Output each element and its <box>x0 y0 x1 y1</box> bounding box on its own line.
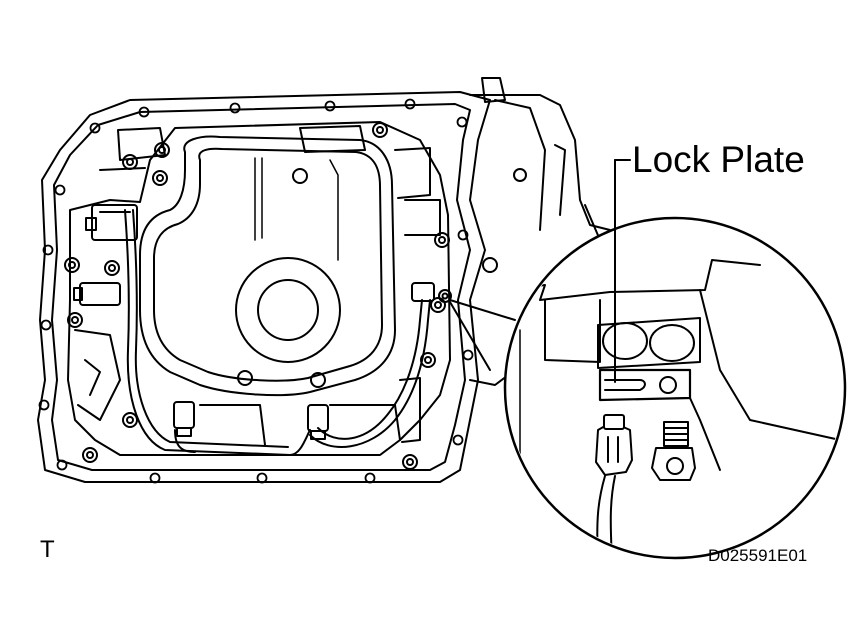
connector-icon <box>411 282 452 303</box>
detail-view <box>503 216 847 560</box>
solenoid-icon <box>73 282 121 306</box>
lock-plate-icon <box>598 368 692 402</box>
bolt-icon <box>651 421 696 481</box>
flange-bolt-holes <box>38 98 474 484</box>
pan-flange <box>37 91 491 483</box>
label-leader <box>614 159 631 383</box>
solenoid-icon <box>85 204 138 241</box>
corner-mark: T <box>40 536 55 563</box>
connector-icon <box>173 401 195 437</box>
valve-body <box>67 121 451 456</box>
connector-icon <box>307 404 329 440</box>
oil-strainer <box>139 135 396 397</box>
lock-plate-label: Lock Plate <box>632 139 805 180</box>
wire-harness <box>124 209 431 456</box>
callout-leader <box>449 299 516 371</box>
figure-id: D025591E01 <box>708 546 808 565</box>
solenoid-connectors <box>73 204 452 440</box>
valve-body-bolts <box>64 122 450 470</box>
